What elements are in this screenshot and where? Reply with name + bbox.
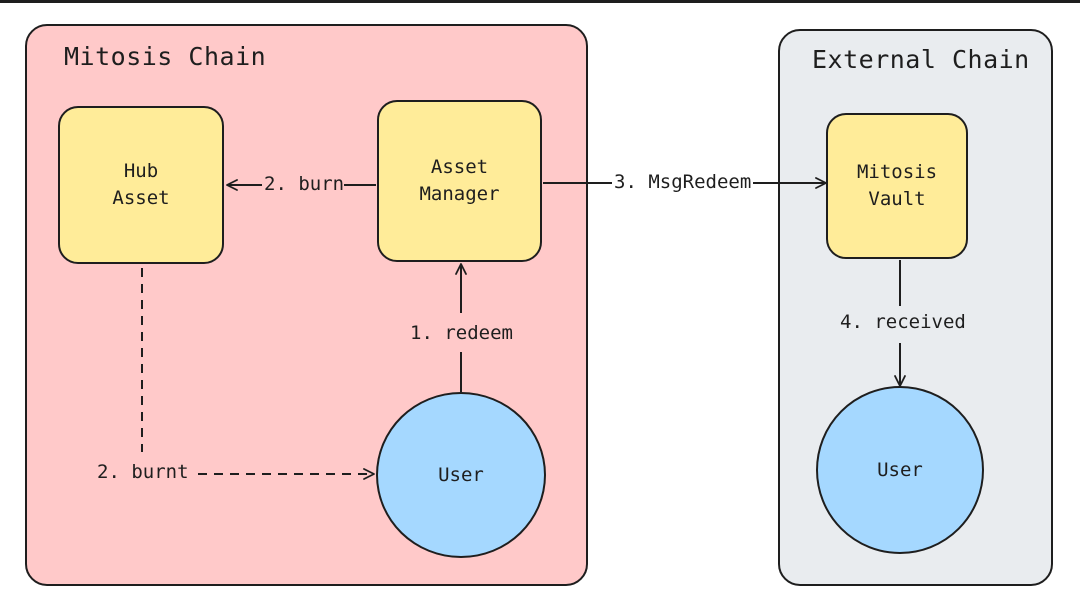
external-user-label: User [877,459,923,481]
mitosis-chain-title: Mitosis Chain [64,42,267,71]
asset-manager-label-line1: Asset [430,156,489,178]
mitosis-vault-label-line2: Vault [868,188,926,210]
mitosis-user-node: User [376,392,546,558]
mitosis-vault-label-line1: Mitosis [856,161,938,183]
burnt-edge-label: 2. burnt [97,461,189,483]
top-border-line [0,0,1080,3]
redeem-edge-label: 1. redeem [410,322,513,344]
hub-asset-label-line1: Hub [123,160,159,182]
asset-manager-node: Asset Manager [377,100,542,262]
external-chain-title: External Chain [812,45,1030,74]
burn-edge-label: 2. burn [264,173,345,195]
mitosis-vault-node: Mitosis Vault [826,113,968,259]
mitosis-user-label: User [438,464,484,486]
received-edge-label: 4. received [840,311,966,333]
asset-manager-label-line2: Manager [419,183,500,205]
external-user-node: User [816,386,984,554]
msgredeem-edge-label: 3. MsgRedeem [612,171,754,193]
hub-asset-node: Hub Asset [58,106,224,264]
hub-asset-label-line2: Asset [112,187,170,209]
